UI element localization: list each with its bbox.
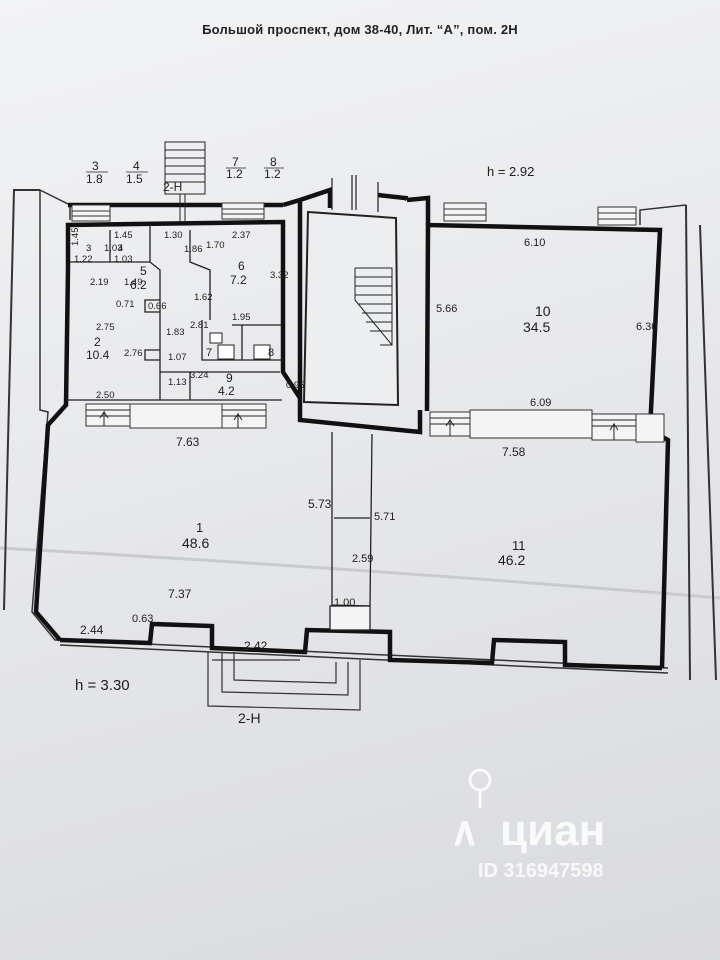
dimension-label: 2.44: [80, 623, 104, 637]
outside-label-num: 7: [232, 155, 239, 169]
outside-label-num: 8: [270, 155, 277, 169]
dimension-label: 5.71: [374, 511, 395, 523]
dimension-label: 1.49: [124, 277, 143, 288]
windows-top: [71, 202, 637, 226]
dimension-label: 2.19: [90, 277, 109, 288]
height-left: h = 3.30: [75, 677, 130, 694]
dimension-label: 2.37: [232, 230, 251, 241]
stair-core: [302, 210, 400, 407]
dimension-label: 0.71: [116, 299, 135, 310]
paper-fold: [0, 546, 720, 600]
dimension-label: 2.42: [244, 639, 268, 653]
dimension-label: 1.22: [74, 254, 93, 265]
dimension-label: 7.58: [502, 445, 526, 459]
room-number: 8: [268, 347, 274, 359]
dimension-label: 6.30: [636, 321, 657, 333]
outside-label-area: 1.2: [226, 167, 243, 181]
room-number: 7: [206, 347, 212, 359]
dimension-label: 6.09: [530, 397, 551, 409]
outside-label-num: 3: [92, 159, 99, 173]
dimension-label: 1.95: [232, 312, 251, 323]
mid-partitions: [85, 403, 665, 443]
dimension-label: 3.32: [270, 270, 289, 281]
height-right: h = 2.92: [487, 164, 534, 179]
location-pin-icon: [468, 768, 492, 808]
dimension-label: 1.62: [194, 292, 213, 303]
outside-label-num: 4: [133, 159, 140, 173]
dimension-label: 1.30: [164, 230, 183, 241]
room-number: 11: [512, 538, 526, 553]
left-neighbor-wall: [3, 189, 40, 611]
room-area: 34.5: [523, 319, 550, 335]
plan-title: Большой проспект, дом 38-40, Лит. “А”, п…: [202, 22, 518, 37]
outside-label-area: 1.2: [264, 167, 281, 181]
dimension-label: 1.00: [334, 597, 355, 609]
dimension-label: 1.45: [70, 228, 81, 247]
room-area: 46.2: [498, 552, 525, 568]
dimension-label: 1.03: [104, 243, 123, 254]
room-number: 3: [86, 243, 91, 254]
dimension-label: 2.50: [96, 390, 115, 401]
dimension-label: 1.03: [114, 254, 133, 265]
outside-label-area: 1.8: [86, 172, 103, 186]
room-area: 7.2: [230, 273, 247, 287]
staircase-top-label: 2-Н: [163, 180, 182, 194]
dimension-label: 2.75: [96, 322, 115, 333]
dimension-label: 7.37: [168, 587, 192, 601]
dimension-label: 0.95: [286, 380, 305, 391]
mid-hatches: [86, 409, 636, 440]
dimension-label: 3.24: [190, 370, 209, 381]
watermark-logo: циан: [500, 806, 605, 855]
staircase-bottom-label: 2-Н: [238, 710, 261, 726]
room-area: 48.6: [182, 535, 209, 551]
watermark-logo-mark: ∧: [450, 810, 479, 854]
dimension-label: 7.63: [176, 435, 200, 449]
room-area: 6.2: [130, 278, 147, 292]
stair-flight-main: [354, 267, 393, 346]
room-number: 5: [140, 264, 147, 278]
room-number: 2: [94, 335, 101, 349]
room-number: 10: [535, 303, 551, 319]
dimension-label: 1.83: [166, 327, 185, 338]
dimension-label: 1.86: [184, 244, 203, 255]
room-number: 6: [238, 259, 245, 273]
stair-core-top: [331, 175, 379, 212]
room-number: 4: [118, 243, 123, 254]
central-partition: [329, 432, 373, 631]
outside-labels: 3 1.8 4 1.5 7 1.2 8 1.2: [86, 155, 284, 186]
room-number: 9: [226, 371, 233, 385]
dimension-label: 1.13: [168, 377, 187, 388]
watermark: циан ∧ ID 316947598: [450, 768, 605, 882]
right-neighbor-wall: [685, 204, 717, 681]
dimension-label: 2.59: [352, 553, 373, 565]
outside-label-area: 1.5: [126, 172, 143, 186]
wc-block-labels: 1.45 1.45 3 4 1.03 1.22 1.03 1.30 2.37 1…: [70, 228, 305, 402]
dimension-label: 2.81: [190, 320, 209, 331]
dimension-label: 0.66: [148, 301, 167, 312]
room-area: 4.2: [218, 384, 235, 398]
dimension-label: 1.45: [114, 230, 133, 241]
room-number: 1: [196, 520, 203, 535]
staircase-top: [164, 141, 206, 222]
dimension-label: 2.76: [124, 348, 143, 359]
dimension-label: 1.07: [168, 352, 187, 363]
wc-partitions: [68, 225, 282, 401]
staircase-bottom: [207, 652, 361, 711]
dimension-label: 5.66: [436, 303, 457, 315]
wc-fixtures: [209, 332, 271, 360]
dimension-label: 0.63: [132, 613, 153, 625]
dimension-label: 6.10: [524, 237, 545, 249]
dimension-label: 1.70: [206, 240, 225, 251]
room-area: 10.4: [86, 348, 110, 362]
dimension-label: 5.73: [308, 497, 332, 511]
watermark-listing-id: ID 316947598: [478, 860, 604, 882]
